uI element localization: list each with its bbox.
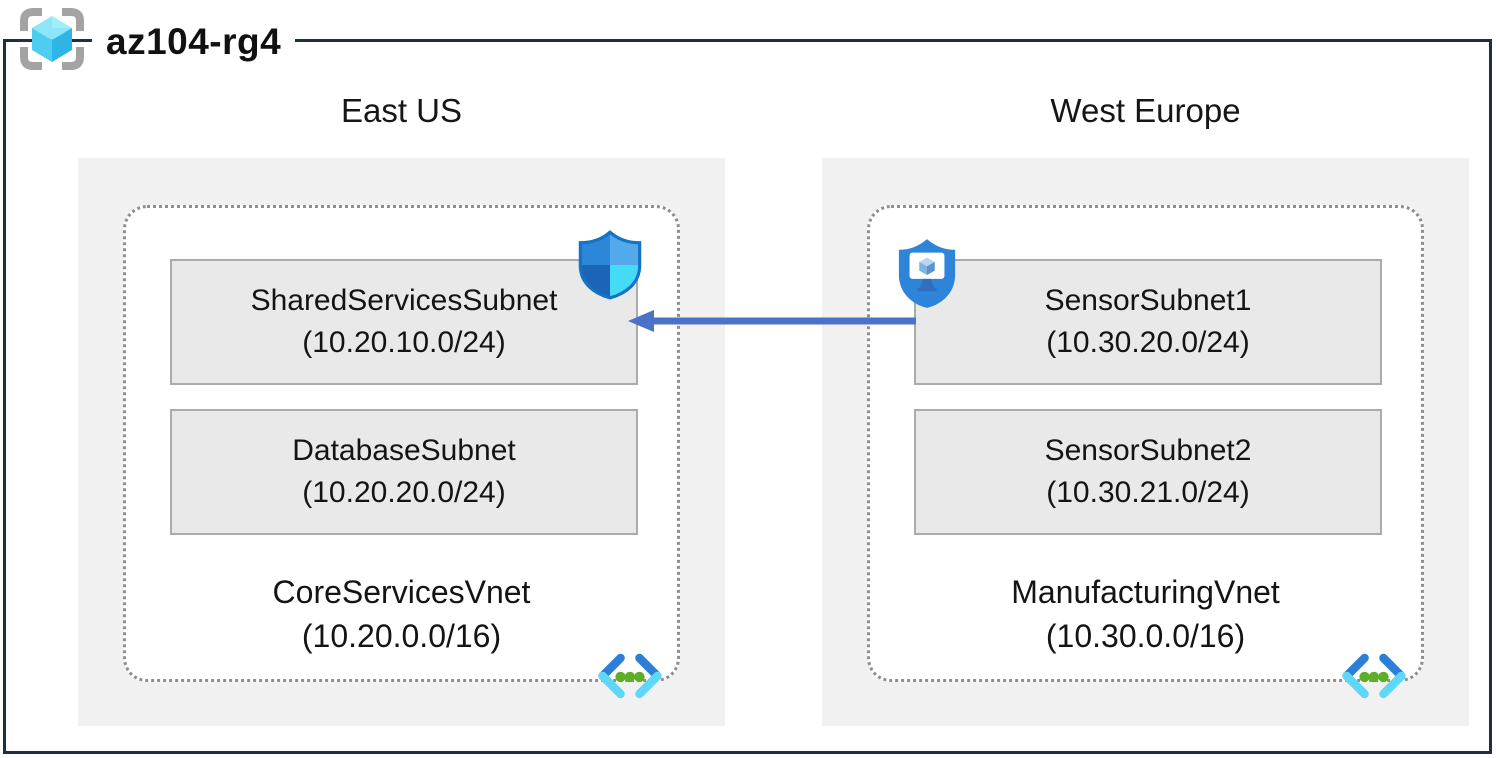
subnet-box-database: DatabaseSubnet (10.20.20.0/24) bbox=[170, 409, 638, 535]
region-west-europe-overlay: SensorSubnet1 (10.30.20.0/24) SensorSubn… bbox=[822, 158, 1469, 726]
iot-security-icon bbox=[896, 236, 958, 315]
resource-group-frame bbox=[3, 39, 1492, 754]
subnet-box-sensor1: SensorSubnet1 (10.30.20.0/24) bbox=[914, 259, 1382, 385]
vnet-label-coreservices: CoreServicesVnet (10.20.0.0/16) bbox=[126, 570, 677, 658]
resource-group-header: az104-rg4 bbox=[12, 5, 296, 78]
resource-group-title: az104-rg4 bbox=[92, 7, 296, 76]
peering-arrow bbox=[626, 305, 918, 342]
subnet-cidr: (10.20.10.0/24) bbox=[302, 326, 506, 359]
region-label-west-europe: West Europe bbox=[1050, 92, 1241, 129]
vnet-name: CoreServicesVnet bbox=[272, 574, 531, 610]
vnet-label-manufacturing: ManufacturingVnet (10.30.0.0/16) bbox=[870, 570, 1421, 658]
subnet-name: SensorSubnet2 bbox=[1044, 434, 1252, 467]
resource-group-icon bbox=[12, 5, 92, 78]
vnet-cidr: (10.30.0.0/16) bbox=[1045, 618, 1246, 654]
subnet-cidr: (10.30.20.0/24) bbox=[1046, 326, 1250, 359]
virtual-network-icon bbox=[1340, 649, 1408, 708]
subnet-name: DatabaseSubnet bbox=[292, 434, 516, 467]
region-label-east-us: East US bbox=[340, 92, 463, 129]
vnet-cidr: (10.20.0.0/16) bbox=[301, 618, 502, 654]
vnet-box-manufacturing: SensorSubnet1 (10.30.20.0/24) SensorSubn… bbox=[867, 205, 1424, 699]
subnet-name: SensorSubnet1 bbox=[1044, 284, 1252, 317]
subnet-cidr: (10.30.21.0/24) bbox=[1046, 476, 1250, 509]
subnet-name: SharedServicesSubnet bbox=[250, 284, 558, 317]
vnet-name: ManufacturingVnet bbox=[1011, 574, 1280, 610]
defender-shield-icon bbox=[576, 229, 644, 306]
subnet-cidr: (10.20.20.0/24) bbox=[302, 476, 506, 509]
subnet-box-sharedservices: SharedServicesSubnet (10.20.10.0/24) bbox=[170, 259, 638, 385]
virtual-network-icon bbox=[596, 649, 664, 708]
subnet-box-sensor2: SensorSubnet2 (10.30.21.0/24) bbox=[914, 409, 1382, 535]
